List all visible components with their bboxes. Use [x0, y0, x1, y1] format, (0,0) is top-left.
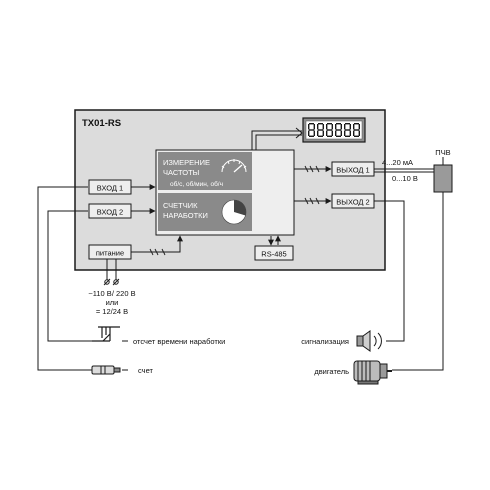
digit-segment	[336, 123, 341, 125]
digit-segment	[309, 123, 314, 125]
digit-segment	[353, 124, 355, 130]
digit-segment	[345, 135, 350, 137]
digit-segment	[327, 135, 332, 137]
digit-segment	[349, 130, 351, 136]
digit-segment	[358, 130, 360, 136]
supply-voltage-1: ~110 В/ 220 В	[88, 289, 135, 298]
digit-segment	[327, 123, 332, 125]
display-digit	[308, 123, 315, 137]
frequency-units: об/с, об/мин, об/ч	[170, 180, 223, 188]
digit-segment	[336, 135, 341, 137]
digit-segment	[353, 130, 355, 136]
digit-segment	[326, 124, 328, 130]
power-label: питание	[96, 249, 124, 258]
runtime-count-label: отсчет времени наработки	[133, 337, 225, 346]
count-label: счет	[138, 366, 153, 375]
digit-segment	[336, 129, 341, 131]
digit-segment	[349, 124, 351, 130]
digit-segment	[335, 124, 337, 130]
contact-switch-icon	[92, 326, 120, 342]
digit-segment	[322, 124, 324, 130]
vfd-label: ПЧВ	[435, 148, 450, 157]
clock-icon	[221, 199, 247, 225]
output1-label: ВЫХОД 1	[336, 166, 369, 175]
digit-segment	[318, 129, 323, 131]
output2-label: ВЫХОД 2	[336, 198, 369, 207]
digit-segment	[344, 124, 346, 130]
digit-segment	[317, 130, 319, 136]
digit-segment	[331, 130, 333, 136]
speedometer-icon	[221, 159, 247, 173]
input1-label: ВХОД 1	[97, 184, 123, 193]
frequency-title-1: ИЗМЕРЕНИЕ	[163, 158, 210, 167]
display-digit	[335, 123, 342, 137]
digit-segment	[340, 124, 342, 130]
isolation-symbols	[149, 165, 320, 256]
digit-segment	[327, 129, 332, 131]
motor-icon	[353, 360, 392, 385]
speaker-icon	[356, 330, 382, 352]
internal-wiring	[131, 127, 332, 253]
digit-segment	[309, 129, 314, 131]
digit-segment	[318, 135, 323, 137]
digit-segment	[345, 123, 350, 125]
vfd-box	[433, 164, 453, 193]
external-output-wiring	[374, 168, 444, 371]
signaling-label: сигнализация	[301, 337, 349, 346]
external-input-wiring	[37, 186, 92, 371]
motor-label: двигатель	[314, 367, 349, 376]
digit-segment	[331, 124, 333, 130]
counter-title-2: НАРАБОТКИ	[163, 211, 208, 220]
digit-segment	[358, 124, 360, 130]
frequency-title-2: ЧАСТОТЫ	[163, 168, 200, 177]
digit-segment	[326, 130, 328, 136]
digit-segment	[340, 130, 342, 136]
display-digit	[326, 123, 333, 137]
digit-segment	[317, 124, 319, 130]
rs485-block	[254, 245, 294, 261]
voltage-range: 0...10 В	[392, 174, 418, 183]
counter-title-1: СЧЕТЧИК	[163, 201, 198, 210]
sensor-icon	[91, 365, 121, 375]
input2-label: ВХОД 2	[97, 208, 123, 217]
digit-segment	[322, 130, 324, 136]
supply-voltage-2: или	[106, 298, 119, 307]
digit-segment	[335, 130, 337, 136]
digit-segment	[313, 130, 315, 136]
digit-segment	[308, 124, 310, 130]
digit-segment	[308, 130, 310, 136]
digit-segment	[313, 124, 315, 130]
digit-segment	[354, 123, 359, 125]
digit-segment	[344, 130, 346, 136]
digit-segment	[354, 135, 359, 137]
supply-voltage-3: = 12/24 В	[96, 307, 128, 316]
frequency-panel	[158, 152, 252, 190]
digital-display	[302, 117, 366, 143]
power-terminals	[103, 259, 120, 286]
display-digit	[317, 123, 324, 137]
digit-segment	[318, 123, 323, 125]
digit-segment	[345, 129, 350, 131]
display-digit	[344, 123, 351, 137]
device-title: ТХ01-RS	[82, 118, 121, 129]
current-range: 4...20 мА	[382, 158, 413, 167]
digit-segment	[309, 135, 314, 137]
digit-segment	[354, 129, 359, 131]
rs485-label: RS-485	[261, 250, 286, 259]
display-digit	[353, 123, 360, 137]
